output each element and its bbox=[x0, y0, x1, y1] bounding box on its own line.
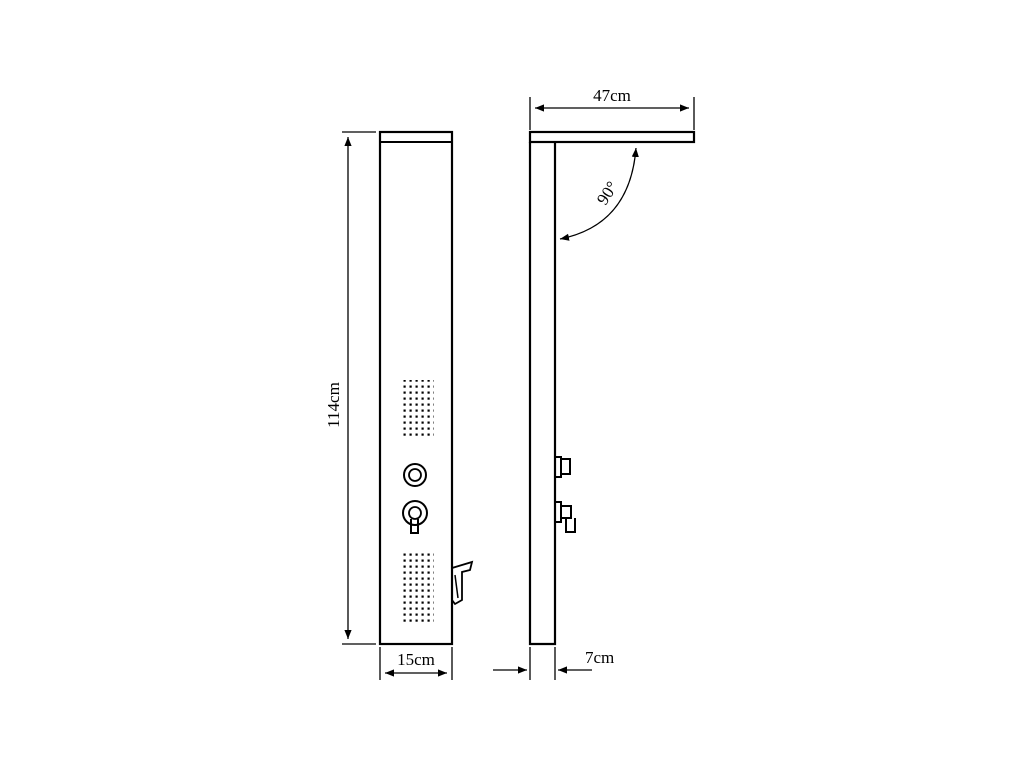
front-view bbox=[378, 130, 474, 646]
side-depth-label: 7cm bbox=[585, 648, 614, 667]
top-depth-label: 47cm bbox=[593, 86, 631, 105]
front-panel-body bbox=[378, 130, 454, 646]
height-label: 114cm bbox=[324, 382, 343, 428]
top-depth-dimension: 47cm bbox=[529, 86, 695, 130]
front-width-dimension: 15cm bbox=[379, 647, 453, 680]
mixer-valve bbox=[402, 500, 428, 534]
side-diverter-knob bbox=[554, 456, 571, 478]
lower-jet-nozzles bbox=[402, 552, 434, 622]
upper-jet-nozzles bbox=[402, 380, 434, 437]
angle-indicator: 90° bbox=[559, 147, 639, 241]
side-column bbox=[528, 142, 557, 646]
side-depth-dimension: 7cm bbox=[493, 647, 614, 680]
hand-shower-spout bbox=[451, 560, 474, 606]
diverter-knob bbox=[403, 463, 427, 487]
height-dimension: 114cm bbox=[324, 131, 376, 645]
side-mixer-valve bbox=[554, 501, 576, 533]
side-view bbox=[528, 130, 696, 646]
front-width-label: 15cm bbox=[397, 650, 435, 669]
side-top-arm bbox=[528, 130, 696, 144]
